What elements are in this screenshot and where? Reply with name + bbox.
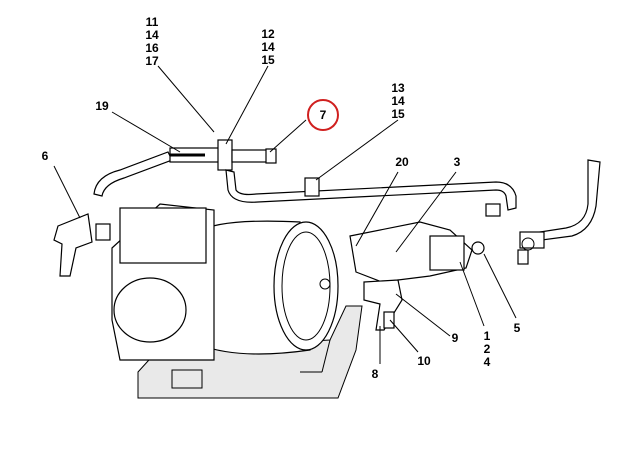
- callout-19: 19: [95, 99, 109, 113]
- callout-20: 20: [395, 155, 409, 169]
- callout-5: 5: [513, 321, 521, 335]
- callout-7-highlight-ring: 7: [307, 99, 339, 131]
- compressor-head: [113, 277, 187, 343]
- valve-plug: [471, 241, 485, 255]
- valve-cylinder: [429, 235, 465, 271]
- callout-7: 7: [319, 108, 327, 122]
- callout-1-2-4: 1 2 4: [483, 329, 491, 369]
- left-elbow-fitting: [53, 213, 93, 277]
- callout-6: 6: [41, 149, 49, 163]
- hose-clamp: [304, 177, 320, 197]
- right-air-hose: [539, 159, 601, 241]
- leader-lines: [53, 65, 517, 364]
- callout-9: 9: [451, 331, 459, 345]
- callout-3: 3: [453, 155, 461, 169]
- callout-10: 10: [417, 354, 431, 368]
- callout-12-14-15: 12 14 15: [261, 27, 275, 67]
- callout-8: 8: [371, 367, 379, 381]
- main-air-hose: [225, 169, 517, 211]
- lower-fittings: [363, 279, 403, 331]
- callout-11-14-16-17: 11 14 16 17: [145, 15, 159, 68]
- motor-end-cap: [273, 221, 339, 351]
- callout-13-14-15: 13 14 15: [391, 81, 405, 121]
- left-air-hose: [93, 151, 173, 197]
